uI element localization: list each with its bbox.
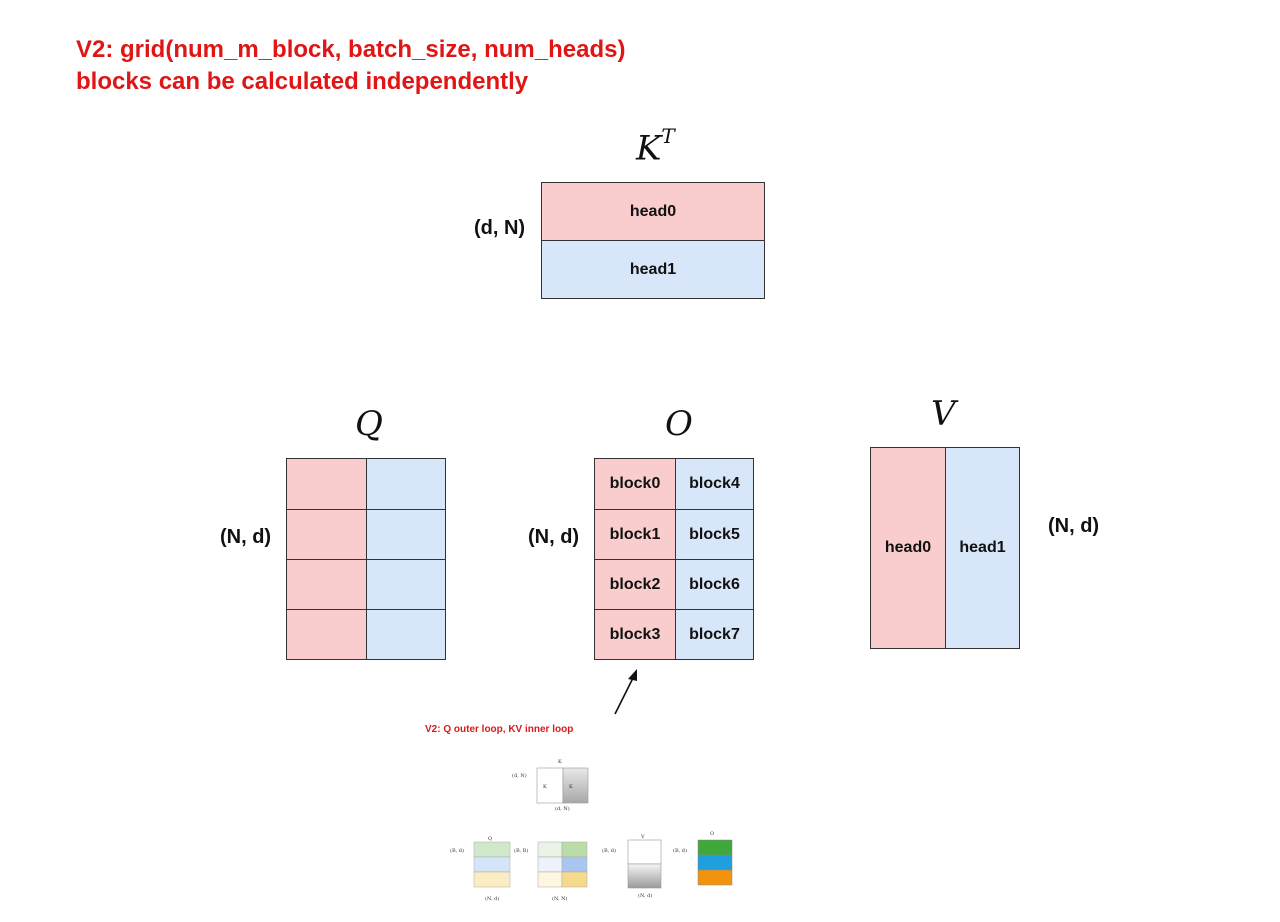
mini-q-row (473, 841, 511, 858)
reference-figure-thumbnail: K (d, N) K K (d, N) Q (B, d) (N, d) (B, … (450, 759, 733, 902)
o-block-cell: block2 (594, 559, 676, 610)
mini-s-cell (537, 841, 563, 858)
mini-o-row (697, 839, 733, 856)
v-head1-label: head1 (959, 539, 1006, 556)
kt-label-base: K (636, 128, 662, 169)
mini-q-bottom: (N, d) (485, 895, 499, 902)
arrow-icon (614, 669, 637, 715)
q-dim-label: (N, d) (220, 526, 272, 548)
q-cell (286, 609, 367, 660)
mini-v-title: V (640, 834, 645, 840)
o-block-cell: block1 (594, 509, 676, 560)
mini-s-bottom: (N, N) (552, 895, 568, 902)
q-cell (366, 559, 446, 610)
mini-s-cell (537, 871, 563, 888)
title-line-2: blocks can be calculated independently (76, 68, 529, 95)
kt-head1-cell: head1 (541, 240, 765, 299)
mini-s-cell (561, 841, 588, 858)
o-block-cell: block6 (675, 559, 754, 610)
mini-v-bottom (627, 863, 662, 889)
o-block-cell: block0 (594, 458, 676, 510)
kt-head0-label: head0 (629, 202, 677, 220)
o-block-label: block3 (609, 625, 661, 643)
q-cell (286, 458, 367, 510)
mini-o-title: O (710, 831, 714, 837)
q-cell (286, 509, 367, 560)
kt-label: KT (636, 124, 675, 169)
o-dim-label: (N, d) (528, 526, 580, 548)
v-label: V (931, 394, 956, 434)
mini-kt-left (536, 767, 564, 804)
o-block-cell: block7 (675, 609, 754, 660)
mini-o-row (697, 869, 733, 886)
q-cell (366, 458, 446, 510)
mini-kt-title: K (558, 759, 562, 765)
o-block-cell: block4 (675, 458, 754, 510)
o-block-label: block6 (689, 575, 740, 593)
o-block-label: block4 (689, 475, 740, 492)
o-block-label: block2 (609, 575, 661, 593)
mini-s-dim: (B, B) (514, 847, 528, 854)
v-head0-label: head0 (884, 539, 932, 556)
mini-v-bottom-dim: (N, d) (638, 892, 652, 899)
kt-label-sup: T (661, 124, 675, 148)
mini-o-dim: (B, d) (673, 847, 687, 854)
mini-v-top (627, 839, 662, 865)
q-label: Q (355, 404, 383, 444)
mini-s-cell (561, 871, 588, 888)
mini-q-row (473, 871, 511, 888)
mini-v-dim: (B, d) (602, 847, 616, 854)
caption-text: V2: Q outer loop, KV inner loop (425, 724, 574, 735)
o-block-label: block5 (689, 525, 740, 543)
mini-q-dim: (B, d) (450, 847, 464, 854)
kt-head1-label: head1 (629, 260, 677, 278)
o-block-label: block1 (609, 525, 661, 543)
mini-kt-bottom: (d, N) (555, 805, 570, 812)
mini-kt-k1: K (543, 784, 547, 790)
q-cell (366, 609, 446, 660)
o-label: O (665, 404, 693, 444)
kt-head0-cell: head0 (541, 182, 765, 241)
mini-o-row (697, 854, 733, 871)
mini-s-cell (561, 856, 588, 873)
mini-kt-k2: K (569, 784, 573, 790)
q-cell (366, 509, 446, 560)
o-block-cell: block3 (594, 609, 676, 660)
o-block-cell: block5 (675, 509, 754, 560)
title-line-1: V2: grid(num_m_block, batch_size, num_he… (76, 36, 626, 63)
v-head0-cell: head0 (870, 447, 946, 649)
mini-s-cell (537, 856, 563, 873)
o-block-label: block0 (609, 475, 661, 492)
slide-title: V2: grid(num_m_block, batch_size, num_he… (76, 34, 625, 98)
v-head1-cell: head1 (945, 447, 1020, 649)
q-cell (286, 559, 367, 610)
mini-q-row (473, 856, 511, 873)
mini-q-title: Q (488, 836, 492, 842)
o-block-label: block7 (689, 625, 740, 643)
kt-dim-label: (d, N) (474, 217, 526, 239)
mini-kt-right (562, 767, 589, 804)
v-dim-label: (N, d) (1048, 515, 1100, 537)
mini-kt-dim: (d, N) (512, 772, 527, 779)
